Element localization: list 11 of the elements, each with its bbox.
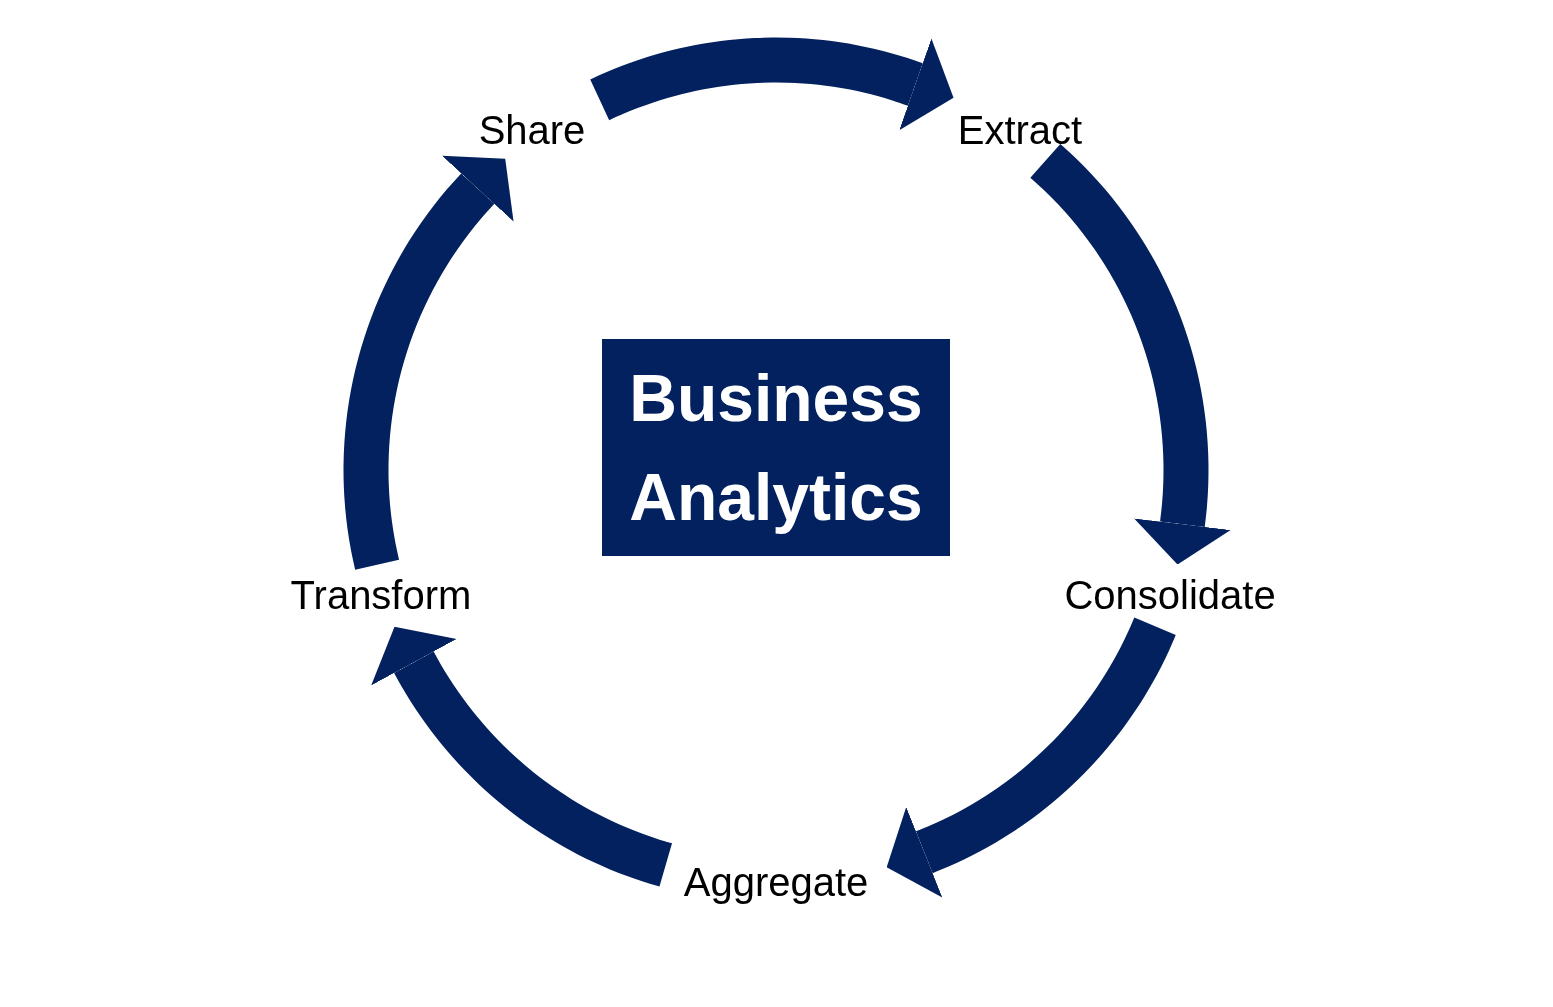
curved-arrow bbox=[886, 617, 1176, 898]
step-label: Extract bbox=[940, 100, 1100, 160]
title-box: Business Analytics bbox=[602, 339, 950, 556]
step-label: Aggregate bbox=[666, 852, 886, 912]
curved-arrow bbox=[590, 37, 954, 131]
step-label: Share bbox=[452, 100, 612, 160]
step-label: Consolidate bbox=[1040, 565, 1300, 625]
curved-arrow bbox=[343, 155, 514, 570]
curved-arrow bbox=[1030, 144, 1231, 565]
curved-arrow bbox=[371, 626, 673, 887]
step-label: Transform bbox=[270, 565, 492, 625]
